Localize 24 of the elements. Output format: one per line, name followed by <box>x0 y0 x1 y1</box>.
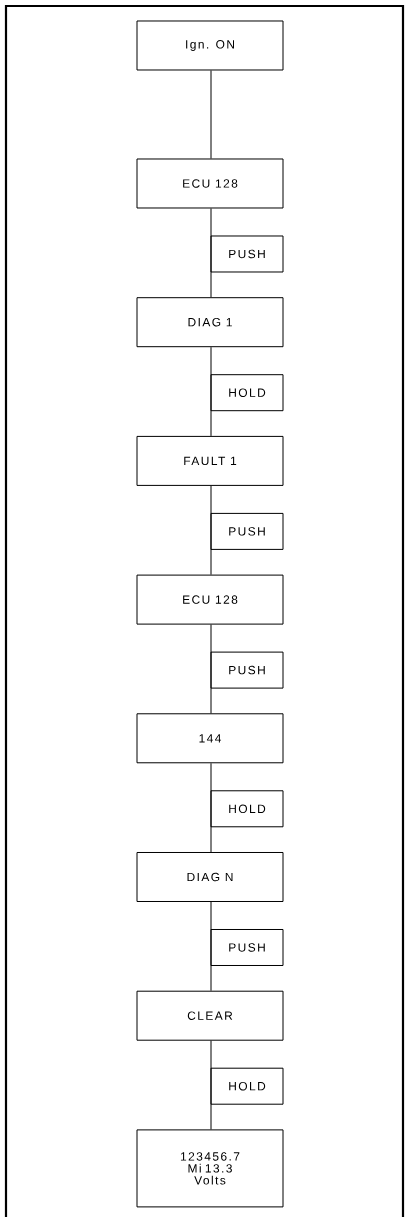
button-box: PUSH <box>210 235 284 273</box>
display-box: CLEAR <box>136 990 284 1041</box>
connector-line <box>210 762 212 853</box>
connector-line <box>210 624 212 714</box>
display-box: FAULT 1 <box>136 435 284 486</box>
connector-line <box>210 901 212 992</box>
connector-line <box>210 208 212 298</box>
button-box: PUSH <box>210 929 284 966</box>
connector-line <box>210 1040 212 1130</box>
button-box: HOLD <box>210 1067 284 1105</box>
display-box: 144 <box>136 713 284 764</box>
button-box: HOLD <box>210 374 284 412</box>
connector-line <box>210 485 212 576</box>
connector-line <box>210 70 212 159</box>
display-box: 123456.7 Mi 13.3 Volts <box>136 1129 284 1208</box>
connector-line <box>210 346 212 437</box>
display-box: Ign. ON <box>136 20 284 71</box>
button-box: PUSH <box>210 512 284 550</box>
button-box: HOLD <box>210 790 284 828</box>
button-box: PUSH <box>210 651 284 689</box>
display-box: ECU 128 <box>136 574 284 625</box>
display-box: ECU 128 <box>136 158 284 209</box>
display-box: DIAG N <box>136 852 284 902</box>
display-box: DIAG 1 <box>136 297 284 348</box>
